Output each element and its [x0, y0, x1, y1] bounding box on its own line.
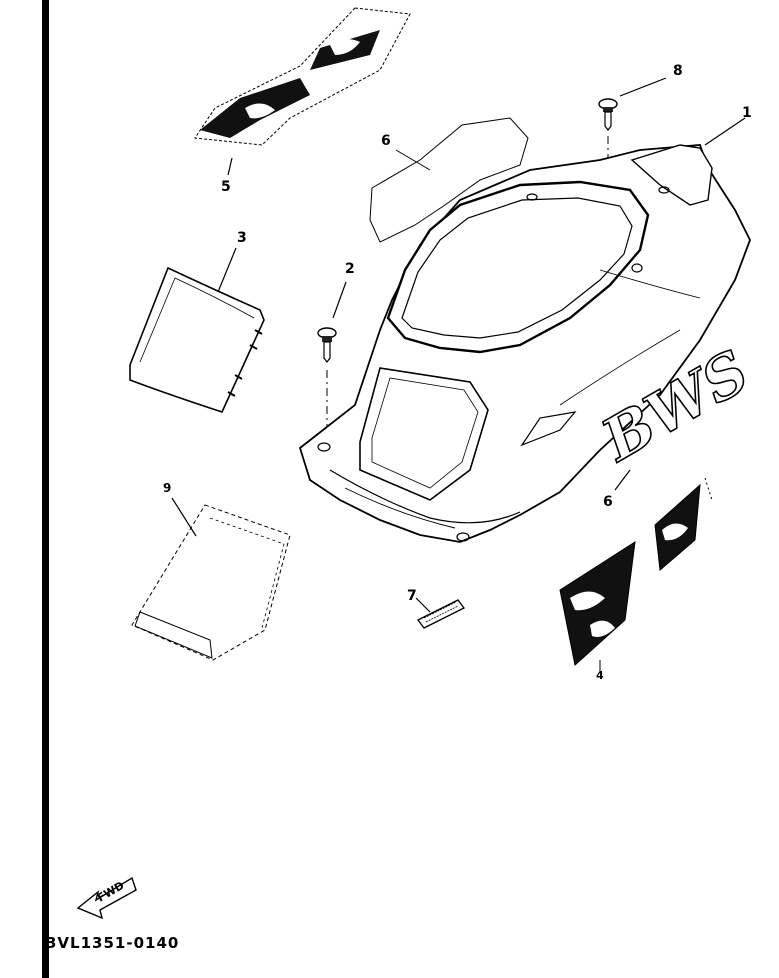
- part-9-inner-panel: [131, 497, 291, 661]
- callout-4: 4: [596, 669, 604, 682]
- part-5-graphic-decal: [194, 7, 411, 176]
- callout-7: 7: [407, 588, 417, 604]
- part-3-front-panel: [129, 247, 265, 413]
- page-border-bar: [42, 0, 49, 978]
- part-4-side-decals: [559, 477, 713, 672]
- callout-2: 2: [345, 261, 355, 277]
- diagram-code: 3VL1351-0140: [46, 934, 180, 952]
- callout-6-upper: 6: [381, 133, 391, 149]
- part-2-screw: [317, 281, 347, 430]
- callout-1: 1: [742, 105, 752, 121]
- callout-9: 9: [163, 481, 172, 495]
- callout-8: 8: [673, 63, 683, 79]
- fwd-arrow: FWD: [76, 876, 137, 920]
- part-1-body-cover: [298, 117, 751, 543]
- callout-6-lower: 6: [603, 494, 613, 510]
- part-6-upper-decal: [369, 117, 529, 243]
- part-7-caution-label: [415, 597, 465, 629]
- callout-5: 5: [221, 179, 231, 195]
- callout-3: 3: [237, 230, 247, 246]
